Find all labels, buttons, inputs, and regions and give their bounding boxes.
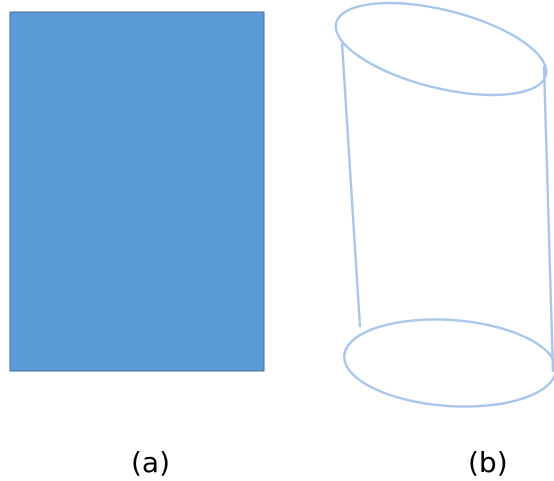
panel-a — [9, 11, 265, 372]
panel-a-label: (a) — [131, 446, 171, 479]
cylinder-right-edge — [542, 65, 554, 373]
cylinder-left-edge — [340, 42, 362, 328]
cylinder-bottom-ellipse — [343, 318, 554, 408]
panel-b-label: (b) — [468, 446, 508, 479]
cylinder-top-ellipse — [334, 1, 548, 97]
panel-b — [334, 1, 554, 408]
filled-rectangle — [9, 11, 265, 372]
